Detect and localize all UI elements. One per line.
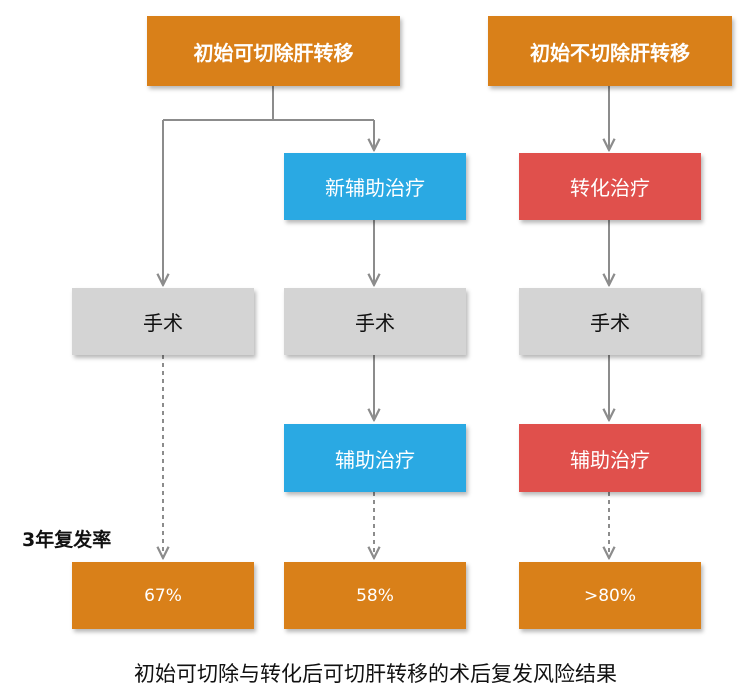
result-right: >80% (519, 562, 701, 629)
result-right-value: >80% (583, 585, 637, 606)
box-surgery-right-label: 手术 (590, 311, 630, 335)
header-initially-resectable: 初始可切除肝转移 (147, 16, 400, 86)
box-conversion-therapy-label: 转化治疗 (570, 176, 650, 200)
header-initially-resectable-label: 初始可切除肝转移 (193, 40, 354, 65)
box-neoadjuvant-therapy-label: 新辅助治疗 (325, 176, 425, 200)
recurrence-rate-label: 3年复发率 (22, 529, 112, 551)
result-left: 67% (72, 562, 254, 629)
box-surgery-right: 手术 (519, 288, 701, 355)
box-neoadjuvant-therapy: 新辅助治疗 (284, 153, 466, 220)
box-adjuvant-therapy-middle-label: 辅助治疗 (335, 447, 415, 472)
figure-caption: 初始可切除与转化后可切肝转移的术后复发风险结果 (134, 662, 617, 686)
box-adjuvant-therapy-middle: 辅助治疗 (284, 424, 466, 492)
result-left-value: 67% (144, 585, 182, 606)
box-adjuvant-therapy-right-label: 辅助治疗 (570, 447, 650, 472)
result-middle-value: 58% (356, 585, 394, 606)
box-adjuvant-therapy-right: 辅助治疗 (519, 424, 701, 492)
box-conversion-therapy: 转化治疗 (519, 153, 701, 220)
box-surgery-left: 手术 (72, 288, 254, 355)
header-initially-unresectable-label: 初始不切除肝转移 (530, 40, 690, 65)
box-surgery-middle-label: 手术 (355, 311, 395, 335)
box-surgery-left-label: 手术 (143, 311, 183, 335)
box-surgery-middle: 手术 (284, 288, 466, 355)
result-middle: 58% (284, 562, 466, 629)
header-initially-unresectable: 初始不切除肝转移 (488, 16, 732, 86)
